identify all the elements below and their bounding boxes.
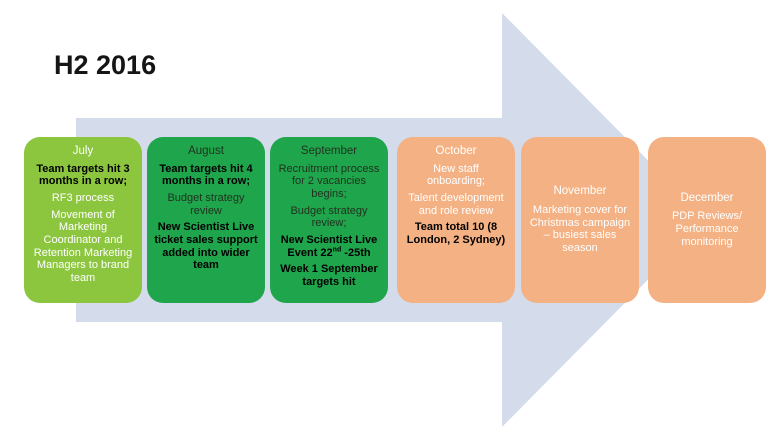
card-december: December PDP Reviews/ Performance monito… <box>648 137 766 303</box>
milestone-text: Recruitment process for 2 vacancies begi… <box>278 162 380 201</box>
card-july: July Team targets hit 3 months in a row;… <box>24 137 142 303</box>
card-august: August Team targets hit 4 months in a ro… <box>147 137 265 303</box>
month-label: September <box>300 145 358 157</box>
card-november: November Marketing cover for Christmas c… <box>521 137 639 303</box>
month-label: October <box>435 145 477 157</box>
card-september: September Recruitment process for 2 vaca… <box>270 137 388 303</box>
milestone-text: Budget strategy review; <box>290 204 368 230</box>
ordinal-superscript: nd <box>332 245 342 253</box>
milestone-text: Team total 10 (8 London, 2 Sydney) <box>406 221 506 246</box>
milestone-text-segment: -25th <box>341 246 371 259</box>
month-label: August <box>188 145 224 157</box>
milestone-text: Talent development and role review <box>408 192 504 217</box>
milestone-text: Team targets hit 3 months in a row; <box>36 162 130 188</box>
milestone-text: Movement of Marketing Coordinator and Re… <box>33 208 133 284</box>
milestone-text: Budget strategy review <box>167 192 245 217</box>
milestone-text-segment: New Scientist Live Event 22 <box>280 234 378 259</box>
timeline-arrow-shape <box>76 13 707 427</box>
milestone-text: RF3 process <box>51 192 115 205</box>
milestone-text: Week 1 September targets hit <box>280 263 378 288</box>
page-title: H2 2016 <box>54 50 157 81</box>
milestone-text: Marketing cover for Christmas campaign –… <box>529 204 631 255</box>
milestone-text: New staff onboarding; <box>426 162 486 188</box>
month-label: December <box>680 191 734 204</box>
milestone-text: Team targets hit 4 months in a row; <box>159 162 253 188</box>
month-label: July <box>72 145 94 157</box>
milestone-text: PDP Reviews/ Performance monitoring <box>671 210 743 248</box>
month-label: November <box>553 185 607 198</box>
milestone-text: New Scientist Live ticket sales support … <box>154 221 258 272</box>
milestone-text: New Scientist Live Event 22nd -25th <box>277 234 381 259</box>
card-october: October New staff onboarding; Talent dev… <box>397 137 515 303</box>
